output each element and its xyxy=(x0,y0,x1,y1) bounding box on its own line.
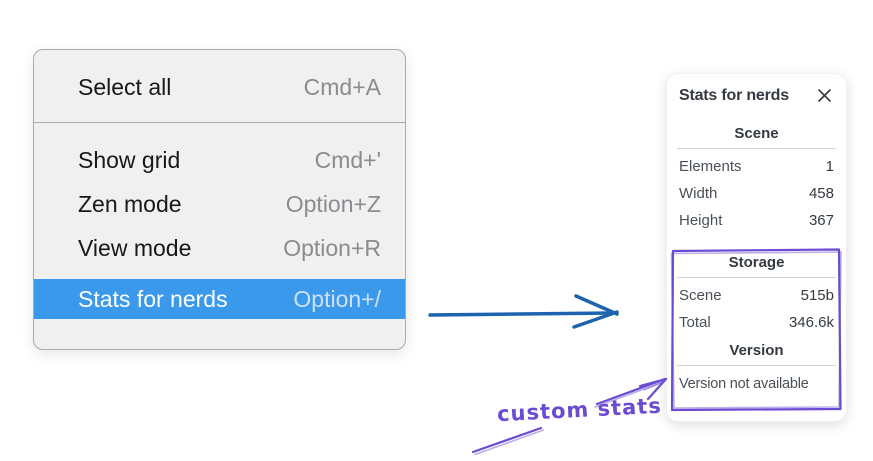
menu-shortcut: Cmd+A xyxy=(303,73,381,100)
menu-item-show-grid[interactable]: Show grid Cmd+' xyxy=(34,138,405,182)
stat-label: Elements xyxy=(679,158,742,175)
stat-label: Scene xyxy=(679,287,722,304)
menu-group-bottom: Show grid Cmd+' Zen mode Option+Z View m… xyxy=(34,122,405,338)
blue-arrow xyxy=(428,294,619,329)
stats-panel-title: Stats for nerds xyxy=(679,86,789,104)
stats-panel: Stats for nerds Scene Elements 1 Width 4… xyxy=(666,73,847,422)
section-heading-version: Version xyxy=(729,342,784,359)
stat-row-width: Width 458 xyxy=(679,180,834,207)
menu-item-label: Stats for nerds xyxy=(78,285,228,312)
stat-value: 458 xyxy=(808,185,834,202)
menu-shortcut: Option+/ xyxy=(293,285,381,312)
menu-item-label: Select all xyxy=(78,73,172,100)
menu-group-top: Select all Cmd+A xyxy=(34,50,405,122)
menu-shortcut: Option+R xyxy=(283,234,381,261)
menu-item-zen-mode[interactable]: Zen mode Option+Z xyxy=(34,182,405,226)
stat-value: 367 xyxy=(808,212,834,229)
stat-label: Total xyxy=(679,314,711,331)
close-icon xyxy=(818,89,831,102)
menu-item-view-mode[interactable]: View mode Option+R xyxy=(34,226,405,270)
section-divider xyxy=(677,277,836,278)
stat-row-scene-size: Scene 515b xyxy=(679,282,834,309)
context-menu: Select all Cmd+A Show grid Cmd+' Zen mod… xyxy=(33,49,406,350)
section-heading-storage: Storage xyxy=(728,254,785,271)
close-button[interactable] xyxy=(815,86,834,105)
menu-item-stats-for-nerds[interactable]: Stats for nerds Option+/ xyxy=(34,279,405,319)
menu-shortcut: Option+Z xyxy=(285,190,381,217)
stats-panel-header: Stats for nerds xyxy=(679,86,834,105)
stat-value: 346.6k xyxy=(788,314,834,331)
stat-label: Height xyxy=(679,212,723,229)
menu-item-label: Show grid xyxy=(78,146,181,173)
stat-row-elements: Elements 1 xyxy=(679,153,834,180)
section-divider xyxy=(677,365,836,366)
stat-row-height: Height 367 xyxy=(679,207,834,234)
stat-label: Width xyxy=(679,185,718,202)
custom-stats-label: custom stats xyxy=(496,393,663,427)
stat-value: 515b xyxy=(800,287,834,304)
section-heading-scene: Scene xyxy=(734,125,779,142)
stat-row-total-size: Total 346.6k xyxy=(679,309,834,336)
menu-item-select-all[interactable]: Select all Cmd+A xyxy=(34,65,405,109)
menu-item-label: Zen mode xyxy=(78,190,182,217)
menu-shortcut: Cmd+' xyxy=(314,146,381,173)
section-divider xyxy=(677,148,836,149)
menu-item-label: View mode xyxy=(78,234,192,261)
stat-value: 1 xyxy=(825,158,834,175)
version-message: Version not available xyxy=(679,376,809,392)
